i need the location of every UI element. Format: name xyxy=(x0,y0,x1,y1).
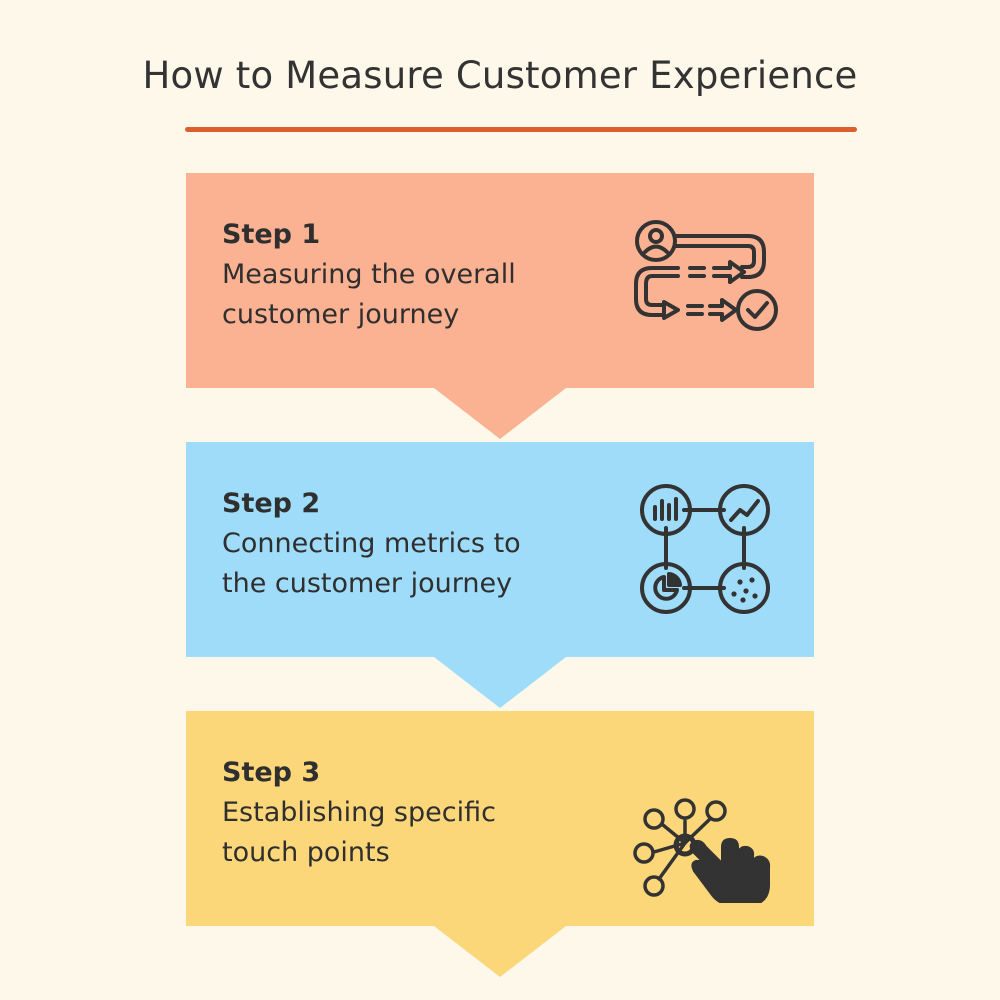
step-1-description-line-2: customer journey xyxy=(222,299,460,330)
touch-points-hand-icon xyxy=(633,798,771,903)
page-title: How to Measure Customer Experience xyxy=(142,54,858,97)
step-2-description-line-1: Connecting metrics to xyxy=(222,528,521,559)
step-2-label: Step 2 xyxy=(222,488,321,519)
step-3-description: Establishing specific touch points xyxy=(222,793,602,873)
step-1-label: Step 1 xyxy=(222,219,321,250)
step-3-label: Step 3 xyxy=(222,757,321,788)
step-3-description-line-2: touch points xyxy=(222,837,390,868)
step-3-arrow-shape xyxy=(186,711,814,977)
step-1-description-line-1: Measuring the overall xyxy=(222,259,516,290)
step-1-text: Step 1 Measuring the overall customer jo… xyxy=(222,217,602,335)
step-3-text: Step 3 Establishing specific touch point… xyxy=(222,755,602,873)
step-2-text: Step 2 Connecting metrics to the custome… xyxy=(222,486,602,604)
metrics-network-icon xyxy=(640,484,770,614)
step-1-arrow-shape xyxy=(186,173,814,439)
step-3-description-line-1: Establishing specific xyxy=(222,797,496,828)
title-underline xyxy=(185,127,857,132)
step-2-description: Connecting metrics to the customer journ… xyxy=(222,524,602,604)
journey-flow-icon xyxy=(634,220,778,331)
step-1-description: Measuring the overall customer journey xyxy=(222,255,602,335)
step-2-description-line-2: the customer journey xyxy=(222,568,513,599)
